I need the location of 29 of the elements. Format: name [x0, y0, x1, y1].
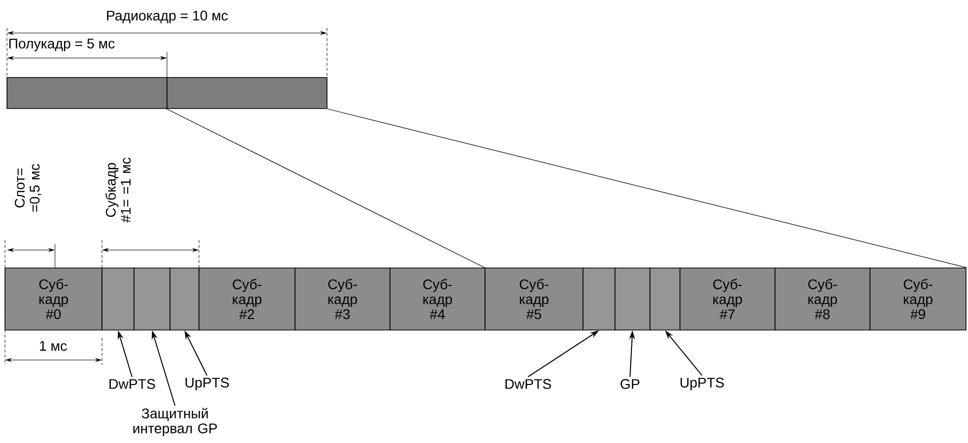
dimension-label: Радиокадр = 10 мс — [107, 10, 228, 24]
field-box — [614, 268, 650, 330]
field-box — [102, 268, 134, 330]
frame-bar — [6, 77, 168, 109]
field-label: DwPTS — [506, 379, 551, 389]
dimension-label: Полукадр = 5 мс — [9, 38, 115, 52]
dimension-label: 1 мс — [40, 341, 67, 351]
subframe-box: Суб- кадр #2 — [198, 268, 296, 330]
projection-line — [166, 108, 485, 268]
subframe-box: Суб- кадр #8 — [774, 268, 870, 330]
dimension-label: Субкадр #1= =1 мс — [105, 158, 131, 223]
subframe-box: Суб- кадр #4 — [390, 268, 486, 330]
subframe-box: Суб- кадр #3 — [294, 268, 390, 330]
subframe-box: Суб- кадр #5 — [484, 268, 584, 330]
field-box — [134, 268, 170, 330]
subframe-box: Суб- кадр #0 — [4, 268, 102, 330]
frame-bar — [166, 77, 328, 109]
field-label: GP — [620, 379, 640, 389]
field-label: DwPTS — [110, 379, 155, 389]
subframe-box: Суб- кадр #9 — [870, 268, 966, 330]
field-box — [650, 268, 680, 330]
projection-line — [327, 108, 967, 268]
dimension-label: Слот= =0,5 мс — [14, 164, 42, 212]
field-box — [170, 268, 200, 330]
field-label: UpPTS — [680, 378, 724, 390]
subframe-box: Суб- кадр #7 — [680, 268, 776, 330]
field-label: Защитный интервал GP — [133, 408, 217, 436]
field-box — [582, 268, 616, 330]
field-label: UpPTS — [186, 378, 229, 390]
